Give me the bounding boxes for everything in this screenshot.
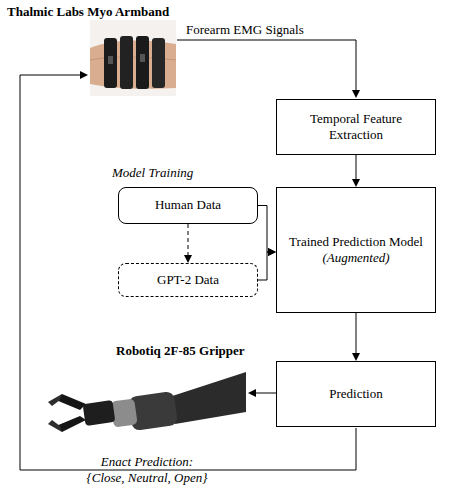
illustration-part <box>104 38 117 88</box>
connector-line <box>258 206 269 253</box>
signal-line <box>177 40 356 90</box>
illustration-part <box>120 36 133 89</box>
device-title: Thalmic Labs Myo Armband <box>7 4 169 20</box>
connector-line <box>258 252 269 280</box>
arrow-head <box>248 389 256 397</box>
illustration-part <box>90 20 176 96</box>
illustration-part <box>140 54 145 62</box>
signal-label: Forearm EMG Signals <box>186 22 304 38</box>
connector <box>352 313 360 361</box>
command-line <box>256 393 276 394</box>
armband-photo <box>90 20 176 96</box>
illustration-part <box>152 38 165 88</box>
connector-line <box>356 313 357 354</box>
connector <box>258 248 276 280</box>
connector-line <box>188 224 189 256</box>
arrow-head <box>352 90 360 98</box>
illustration-part <box>48 394 62 406</box>
arrow-head <box>80 71 88 79</box>
connector <box>352 155 360 187</box>
arrow-head <box>268 248 276 256</box>
model-box: Trained Prediction Model(Augmented) <box>276 187 436 313</box>
arrow-head <box>268 248 276 256</box>
arrow-head <box>184 255 192 263</box>
arrow-head <box>352 353 360 361</box>
arrow-head <box>352 179 360 187</box>
process-box: Temporal Feature Extraction <box>276 99 436 155</box>
illustration-part <box>110 398 137 427</box>
action-note: Enact Prediction: {Close, Neutral, Open} <box>86 454 208 487</box>
group-label: Model Training <box>112 165 193 181</box>
illustration-part <box>48 420 62 432</box>
connector <box>258 206 276 257</box>
illustration-part <box>136 36 149 89</box>
data-box: Human Data <box>118 187 258 224</box>
node-text: Prediction <box>329 386 382 402</box>
illustration-part <box>108 56 113 64</box>
node-text: GPT-2 Data <box>157 272 219 288</box>
node-text: (Augmented) <box>322 250 389 266</box>
connector-line <box>356 155 357 180</box>
process-box: Prediction <box>276 361 436 427</box>
node-text: Temporal Feature Extraction <box>283 111 429 144</box>
gripper-illustration <box>48 372 246 432</box>
device-title: Robotiq 2F-85 Gripper <box>116 343 245 359</box>
node-text: Human Data <box>155 197 221 213</box>
connector <box>184 224 192 263</box>
node-text: Trained Prediction Model <box>289 234 423 250</box>
illustration-part <box>83 400 116 426</box>
data-box: GPT-2 Data <box>118 263 258 297</box>
